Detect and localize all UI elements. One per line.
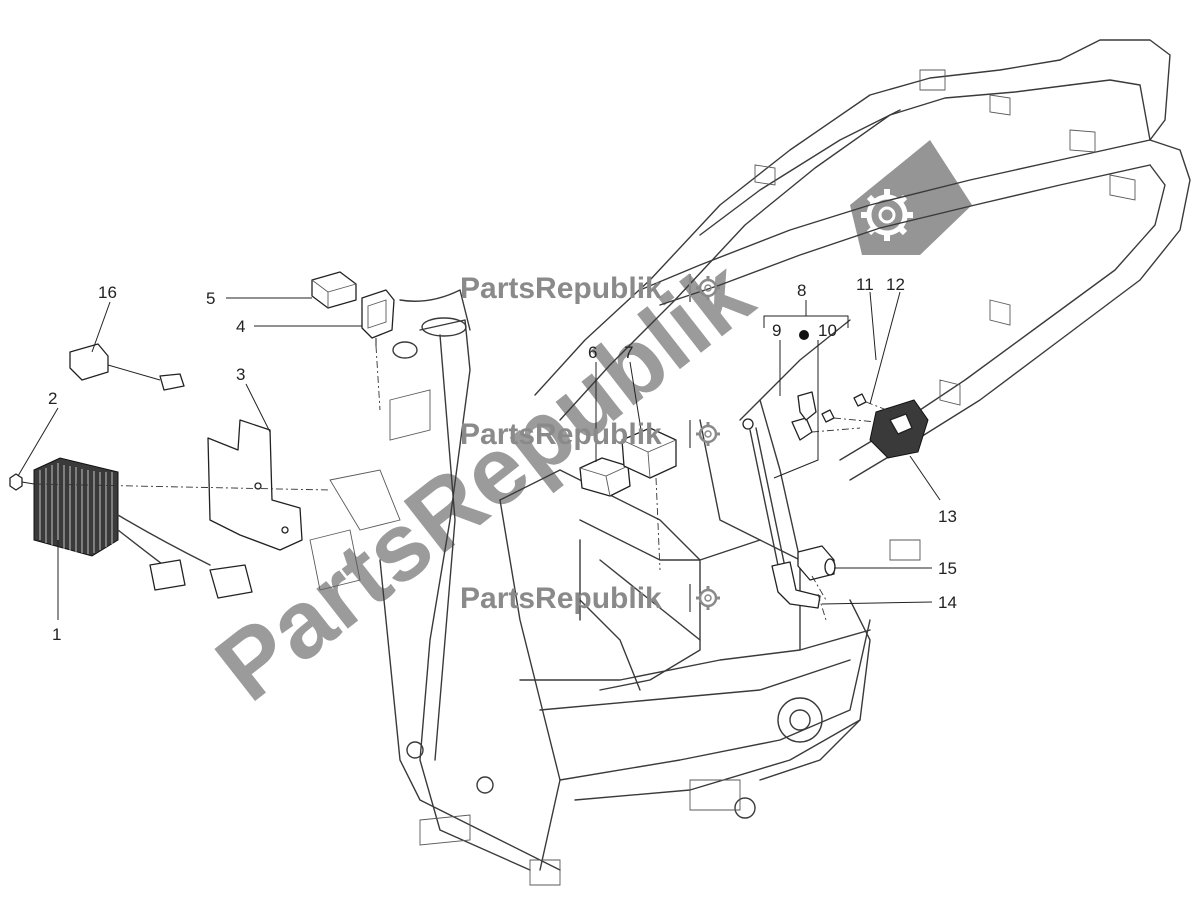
- callout-1: 1: [52, 625, 61, 644]
- callout-8: 8: [797, 281, 806, 300]
- callout-9: 9: [772, 321, 781, 340]
- part-3-bracket: [207, 419, 303, 551]
- callout-7: 7: [624, 343, 633, 362]
- part-11-12-screws: [821, 393, 867, 423]
- watermark-logo-shape: [850, 140, 972, 255]
- part-9-14-strut: [742, 391, 821, 609]
- watermark-big: PartsRepublik: [197, 239, 772, 721]
- part-1-voltage-regulator: [33, 457, 253, 599]
- watermark-label-top: PartsRepublik: [460, 272, 720, 305]
- callout-6: 6: [588, 343, 597, 362]
- kit-marker-dot: [799, 330, 809, 340]
- part-2-screw: [9, 473, 35, 491]
- callout-5: 5: [206, 289, 215, 308]
- watermark-brand-3: PartsRepublik: [460, 582, 662, 615]
- callout-11: 11: [856, 275, 874, 294]
- gear-icon: [696, 276, 720, 300]
- part-6-fuse-box: [579, 457, 631, 497]
- callout-14: 14: [938, 593, 957, 612]
- watermark-gear-logo: [850, 140, 972, 255]
- gear-icon: [696, 586, 720, 610]
- callout-3: 3: [236, 365, 245, 384]
- gear-icon: [861, 189, 913, 241]
- watermark-big-text: PartsRepublik: [197, 239, 772, 721]
- watermark-label-bottom: PartsRepublik: [460, 582, 720, 615]
- callout-numbers: 16 2 3 5 4 1 6 7 8 9 10 11 12 13 15 14: [48, 275, 957, 644]
- callout-2: 2: [48, 389, 57, 408]
- callout-16: 16: [98, 283, 117, 302]
- part-13-switch: [869, 399, 929, 459]
- part-15-bushing: [797, 545, 836, 581]
- watermark-brand-2: PartsRepublik: [460, 418, 662, 451]
- part-4-relay-holder: [361, 289, 395, 346]
- gear-icon: [696, 422, 720, 446]
- part-7-flasher: [621, 427, 677, 479]
- watermark-label-middle: PartsRepublik: [460, 418, 720, 451]
- leader-lines: [17, 291, 941, 620]
- callout-4: 4: [236, 317, 245, 336]
- callout-15: 15: [938, 559, 957, 578]
- callout-10: 10: [818, 321, 837, 340]
- callout-12: 12: [886, 275, 905, 294]
- callout-13: 13: [938, 507, 957, 526]
- part-16-sensor-connector: [69, 343, 185, 391]
- part-5-relay: [311, 271, 357, 309]
- watermark-brand-1: PartsRepublik: [460, 272, 662, 305]
